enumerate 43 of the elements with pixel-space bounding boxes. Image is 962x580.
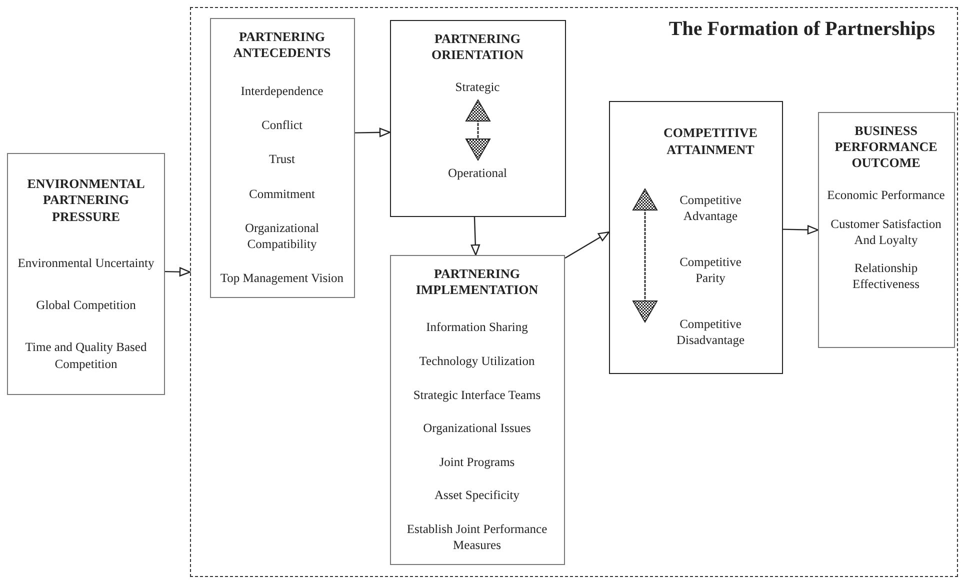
- box-heading: PARTNERING ORIENTATION: [430, 30, 524, 63]
- frame-heading: The Formation of Partnerships: [668, 18, 935, 41]
- factor-label: Strategic: [455, 79, 500, 96]
- factor-label: Trust: [269, 151, 295, 168]
- concept-box: [390, 20, 566, 216]
- factor-label: Relationship Effectiveness: [851, 260, 921, 292]
- factor-label: Joint Programs: [439, 454, 515, 470]
- box-heading: COMPETITIVE ATTAINMENT: [664, 125, 758, 158]
- factor-label: Customer Satisfaction And Loyalty: [830, 216, 942, 248]
- concept-box: [390, 254, 564, 564]
- factor-label: Interdependence: [240, 82, 324, 100]
- factor-label: Asset Specificity: [434, 487, 520, 504]
- arrow: [164, 267, 191, 276]
- factor-label: Strategic Interface Teams: [413, 386, 541, 403]
- factor-label: Commitment: [249, 186, 315, 202]
- factor-label: Organizational Issues: [423, 420, 531, 436]
- box-heading: PARTNERING IMPLEMENTATION: [414, 266, 540, 298]
- concept-box: [7, 153, 165, 395]
- factor-label: Global Competition: [36, 297, 136, 314]
- box-heading: ENVIRONMENTAL PARTNERING PRESSURE: [26, 176, 146, 225]
- dashed-frame: [190, 7, 958, 577]
- factor-label: Organizational Compatibility: [244, 220, 320, 252]
- arrow: [470, 216, 480, 256]
- factor-label: Operational: [448, 165, 507, 182]
- factor-label: Environmental Uncertainty: [18, 254, 154, 272]
- concept-box: [818, 112, 954, 348]
- factor-label: Establish Joint Performance Measures: [406, 520, 548, 554]
- box-heading: BUSINESS PERFORMANCE OUTCOME: [834, 122, 938, 172]
- factor-label: Conflict: [262, 117, 302, 134]
- factor-label: Competitive Parity: [678, 254, 742, 286]
- factor-label: Economic Performance: [827, 187, 945, 204]
- concept-box: [608, 100, 782, 374]
- factor-label: Competitive Disadvantage: [675, 316, 746, 349]
- factor-label: Time and Quality Based Competition: [24, 339, 148, 372]
- arrow: [782, 225, 819, 234]
- factor-label: Competitive Advantage: [678, 192, 742, 224]
- box-heading: PARTNERING ANTECEDENTS: [232, 28, 332, 61]
- factor-label: Information Sharing: [426, 319, 528, 336]
- arrow: [355, 128, 391, 138]
- factor-label: Top Management Vision: [220, 270, 344, 286]
- arrow: [564, 231, 610, 259]
- concept-box: [210, 18, 354, 298]
- factor-label: Technology Utilization: [419, 352, 535, 370]
